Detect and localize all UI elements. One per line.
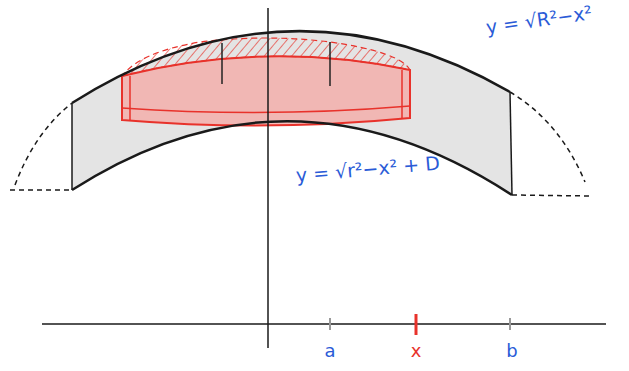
x-axis <box>42 323 606 325</box>
outer-arc-extension <box>15 103 72 185</box>
axis-label: x <box>411 342 422 360</box>
band-division <box>329 42 331 86</box>
band-division <box>221 43 223 84</box>
band-edge <box>71 103 73 190</box>
grey-band <box>72 31 512 195</box>
inner-arc-extension <box>10 189 72 191</box>
inner-arc-extension <box>512 195 590 196</box>
tick-mark <box>329 318 331 330</box>
curve-equation: y = √R²−x² <box>485 3 594 37</box>
curve-equation: y = √r²−x² + D <box>295 153 440 184</box>
band-edge <box>510 92 512 195</box>
slab-edge <box>129 76 131 120</box>
inner-arc <box>72 121 512 195</box>
tick-mark <box>415 314 418 335</box>
axis-label: a <box>324 342 335 360</box>
outer-arc <box>72 31 510 103</box>
outer-arc-extension <box>510 92 585 182</box>
slab-line <box>122 106 410 113</box>
y-axis <box>267 8 269 348</box>
tick-mark <box>509 318 511 330</box>
slab-edge <box>401 70 403 118</box>
axis-label: b <box>506 342 517 360</box>
